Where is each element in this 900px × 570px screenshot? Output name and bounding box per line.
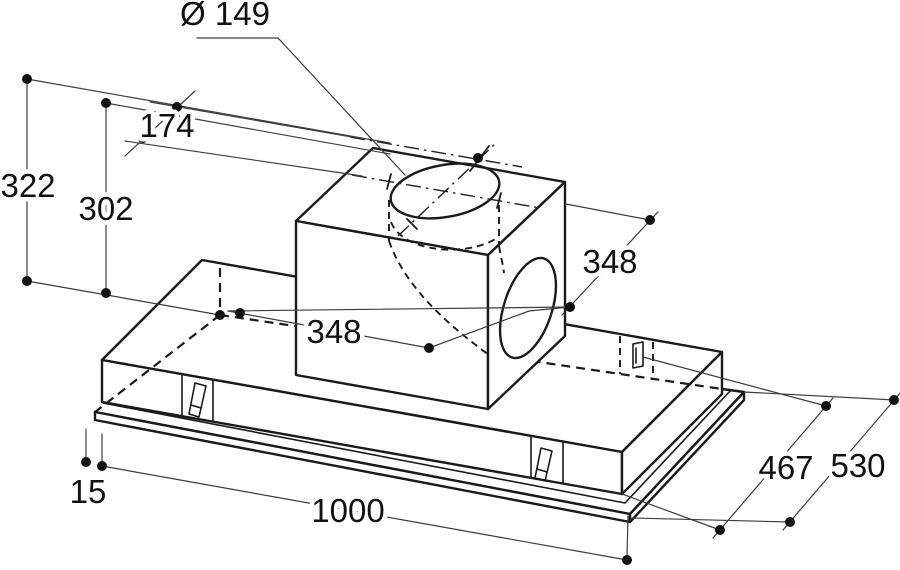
dimension-labels: Ø 149 174 322 302 348 348 1000 15 467 53… <box>0 0 886 529</box>
ext-line-467-rear <box>642 356 827 407</box>
latch-right-outline <box>534 447 553 482</box>
dot-530-front <box>785 517 795 527</box>
internal-duct-edge-hidden <box>498 245 505 274</box>
label-depth-total: 530 <box>830 447 885 484</box>
ext-line-174-rear <box>149 101 353 138</box>
dot-15-left <box>81 457 91 467</box>
panel-right-rim-face <box>628 390 746 524</box>
latch-left-outline <box>188 382 207 418</box>
bracket-outline <box>632 341 644 369</box>
dimension-endpoint-dots <box>22 74 899 565</box>
label-depth-body: 467 <box>758 449 813 486</box>
dot-174-center <box>138 133 148 143</box>
ext-line-348-depth <box>565 203 651 221</box>
dot-322-bottom <box>22 276 32 286</box>
dim-line-174 <box>124 90 196 157</box>
ext-line-body-height-top <box>105 102 391 155</box>
duct-tick-left <box>386 173 392 190</box>
duct-tick-front <box>406 218 418 230</box>
dim-line-530 <box>782 392 900 531</box>
filter-latch-right <box>534 447 553 482</box>
dot-530-rear <box>889 395 899 405</box>
dim-line-348-depth <box>561 211 659 316</box>
dot-467-front <box>715 525 725 535</box>
dot-302-bottom <box>101 288 111 298</box>
duct-centerline-length <box>351 174 541 209</box>
ext-line-1000-right <box>626 515 629 557</box>
panel-rear-edge-hidden <box>219 313 723 391</box>
side-duct-opening <box>498 256 558 360</box>
motor-box-right-face <box>486 180 567 411</box>
label-height-total: 322 <box>0 167 55 204</box>
ext-line-530-front <box>631 517 791 523</box>
label-box-width: 348 <box>306 313 361 350</box>
label-height-body: 302 <box>78 190 133 227</box>
dot-467-rear <box>821 401 831 411</box>
dot-348-width-end <box>424 343 434 353</box>
filter-latch-left <box>188 382 207 418</box>
label-box-depth: 348 <box>582 243 637 280</box>
ext-line-bottom <box>26 280 221 316</box>
dim-line-1000 <box>101 465 628 561</box>
duct-tick-right <box>496 192 502 209</box>
diameter-leader-line <box>196 37 406 176</box>
dim-line-348-width-path <box>227 306 571 349</box>
panel-recess-edge <box>102 389 732 504</box>
housing-right-face <box>620 350 724 496</box>
panel-left-edge-hidden <box>94 314 221 413</box>
dot-348-depth-rear <box>645 215 655 225</box>
dim-line-467 <box>712 397 834 539</box>
internal-duct-sweep-hidden <box>388 240 490 356</box>
dot-duct-rear-reference <box>473 153 483 163</box>
dot-1000-left <box>97 461 107 471</box>
top-duct-opening <box>389 162 501 220</box>
hidden-duct-collar <box>388 200 505 356</box>
ext-line-530-rear <box>743 391 895 401</box>
label-duct-diameter: Ø 149 <box>180 0 270 32</box>
dot-174-rear <box>172 102 182 112</box>
dot-348-depth-front <box>565 302 575 312</box>
hidden-panel-edges <box>94 268 723 413</box>
dot-panel-rear-left-corner <box>215 310 225 320</box>
rear-reference-centerline <box>349 136 523 168</box>
dim-line-348-width <box>227 306 571 312</box>
ext-line-467-front <box>621 493 721 531</box>
motor-box <box>294 136 567 411</box>
dot-322-top <box>22 74 32 84</box>
mounting-bracket <box>619 336 654 380</box>
dimension-lines <box>26 37 900 561</box>
dot-1000-right <box>622 555 632 565</box>
label-flange-lip: 15 <box>70 473 107 510</box>
ext-line-total-height-top <box>26 78 391 144</box>
label-duct-offset: 174 <box>139 107 194 144</box>
latch-left-divider <box>190 404 202 409</box>
dot-302-top <box>101 98 111 108</box>
latch-right-divider <box>536 468 548 473</box>
label-length-total: 1000 <box>311 492 384 529</box>
dot-348-width-start <box>235 308 245 318</box>
ext-line-174-center <box>124 140 363 177</box>
